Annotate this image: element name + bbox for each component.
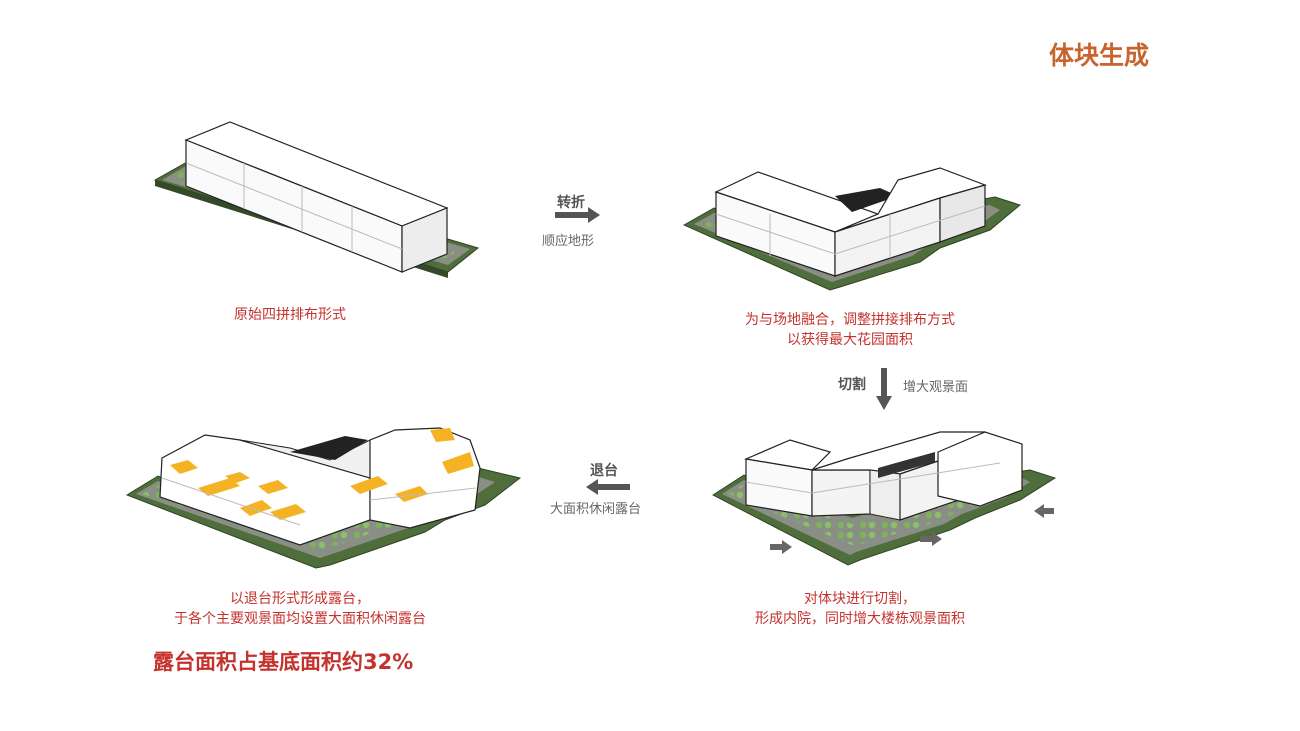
arrow-left-icon (586, 479, 630, 495)
step4-massing (125, 427, 522, 569)
operation-cut-desc: 增大观景面 (903, 380, 969, 395)
arrow-down-icon (876, 368, 892, 410)
operation-fold-desc: 顺应地形 (542, 234, 595, 249)
step4-caption: 以退台形式形成露台， 于各个主要观景面均设置大面积休闲露台 (174, 591, 426, 627)
step3-caption: 对体块进行切割， 形成内院，同时增大楼栋观景面积 (755, 591, 965, 627)
step3-massing (712, 431, 1057, 566)
operation-terrace-label: 退台 (590, 463, 618, 479)
step1-caption: 原始四拼排布形式 (234, 307, 346, 323)
step3-view-arrows (770, 504, 1054, 554)
operation-cut-label: 切割 (838, 377, 866, 393)
arrow-right-icon (555, 207, 600, 223)
terrace-ratio-highlight: 露台面积占基底面积约32% (153, 650, 414, 674)
operation-terrace-desc: 大面积休闲露台 (550, 502, 642, 517)
operation-fold-label: 转折 (557, 195, 585, 211)
step2-massing (682, 167, 1022, 291)
page-title: 体块生成 (1049, 41, 1150, 70)
step1-massing (153, 121, 480, 278)
step2-caption: 为与场地融合，调整拼接排布方式 以获得最大花园面积 (745, 312, 955, 348)
